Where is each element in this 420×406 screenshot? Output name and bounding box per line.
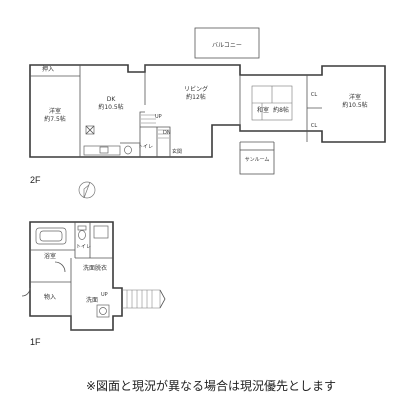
cl-top-label: CL — [311, 92, 317, 98]
bathtub-inner — [39, 230, 63, 242]
sunroom-connector — [239, 141, 275, 150]
1f-floor-label: 1F — [30, 337, 41, 347]
2f-dk-living-partition — [139, 65, 146, 157]
japanese-label: 和室 — [257, 106, 269, 114]
western-right-label: 洋室 — [349, 93, 361, 101]
cl-bottom-label: CL — [311, 123, 317, 129]
dressing-label: 洗面脱衣 — [83, 264, 107, 272]
living-size: 約12帖 — [186, 93, 206, 101]
tatami-joints — [252, 86, 292, 120]
washroom-label: 洗面 — [86, 296, 98, 304]
balcony-label: バルコニー — [212, 42, 242, 49]
bath-door-swing — [54, 261, 66, 273]
dk-label: DK — [107, 96, 117, 103]
sunroom-label: サンルーム — [245, 157, 270, 163]
storage-label: 物入 — [44, 293, 56, 301]
1f-toilet-tank — [77, 225, 87, 231]
2f-stair-treads — [141, 114, 169, 139]
western-left-size: 約7.5帖 — [44, 115, 66, 123]
fridge-cross — [85, 125, 95, 135]
balcony-outline — [194, 27, 260, 59]
2f-right-room-walls — [239, 75, 322, 142]
bath-label: 浴室 — [44, 252, 56, 260]
2f-toilet-walls — [120, 142, 141, 157]
2f-stair-walls — [140, 126, 171, 157]
kitchen-sink — [99, 146, 109, 154]
floor-2f: バルコニー 押入 洋室 約7 — [29, 27, 386, 185]
washbasin-bowl — [99, 307, 107, 315]
1f-outer-walls — [29, 221, 123, 331]
2f-floor-label: 2F — [30, 175, 41, 185]
north-compass-icon — [78, 181, 96, 199]
living-label: リビング — [184, 85, 208, 93]
oshiire-label: 押入 — [42, 65, 54, 73]
disclaimer-note: ※図面と現況が異なる場合は現況優先とします — [86, 379, 337, 393]
washing-machine — [93, 225, 109, 239]
1f-partitions — [30, 222, 113, 330]
entrance-label: 玄関 — [172, 148, 182, 155]
japanese-size: 約8帖 — [273, 106, 289, 114]
2f-left-room-walls — [30, 65, 81, 157]
1f-toilet-label: トイレ — [76, 244, 91, 250]
sunroom-outline — [239, 149, 275, 175]
dk-size: 約10.5帖 — [98, 103, 123, 111]
2f-toilet-label: トイレ — [138, 144, 153, 150]
western-right-size: 約10.5帖 — [342, 101, 367, 109]
2f-toilet-bowl — [124, 145, 132, 155]
1f-stair-treads — [122, 289, 161, 309]
2f-up-label: UP — [155, 114, 162, 120]
1f-stair-break — [159, 289, 166, 309]
1f-up-label: UP — [101, 292, 108, 298]
2f-outer-walls — [29, 64, 386, 158]
1f-toilet-bowl — [78, 230, 86, 240]
western-left-label: 洋室 — [49, 107, 61, 115]
storage-door-swing — [21, 287, 31, 297]
floor-1f: トイレ 浴室 洗面脱衣 物入 洗面 UP 1F — [21, 221, 166, 347]
2f-dn-label: DN — [163, 130, 171, 136]
